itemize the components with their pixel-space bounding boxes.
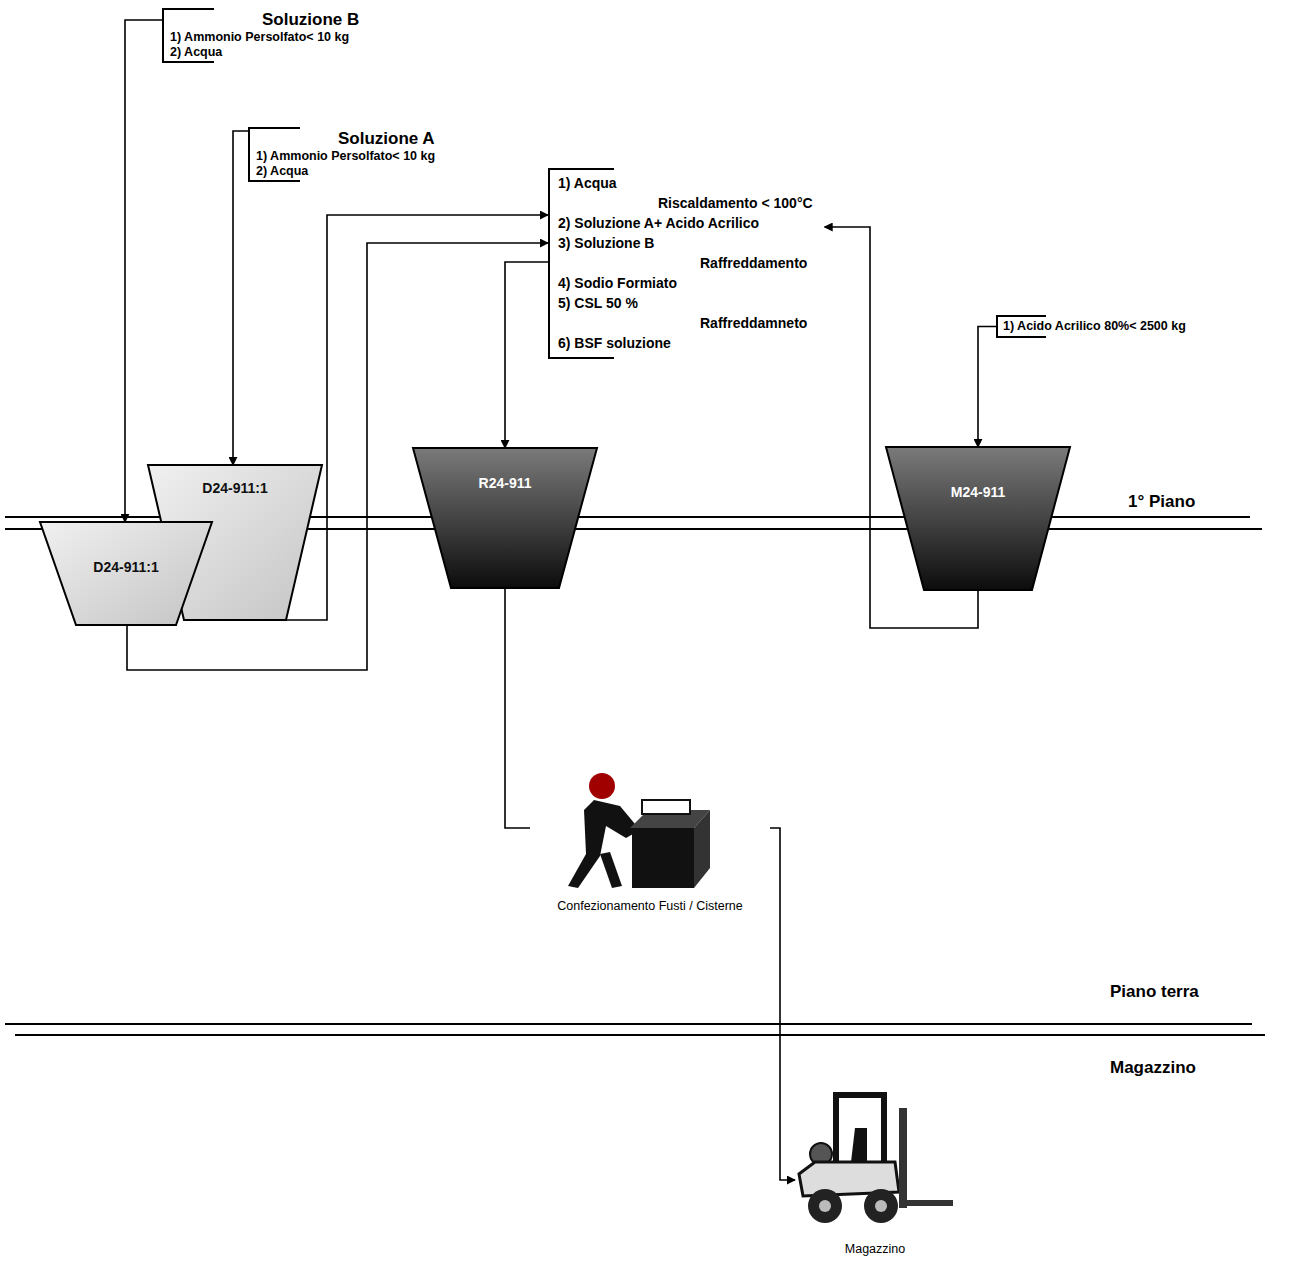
step-text: 2) Acqua bbox=[256, 164, 435, 179]
step-text: Raffreddamneto bbox=[700, 313, 813, 333]
step-text: 4) Sodio Formiato bbox=[558, 273, 813, 293]
tank-tag: D24-911:1 bbox=[148, 479, 322, 497]
step-text: 2) Soluzione A+ Acido Acrilico bbox=[558, 213, 813, 233]
step-text: 1) Ammonio Persolfato< 10 kg bbox=[256, 149, 435, 164]
step-text: 1) Acqua bbox=[558, 173, 813, 193]
tank-tag: M24-911 bbox=[886, 483, 1070, 501]
tank-vessel: D24-911:1 bbox=[40, 522, 212, 625]
recipe-bracket: Soluzione A1) Ammonio Persolfato< 10 kg2… bbox=[248, 127, 441, 182]
step-text: Riscaldamento < 100°C bbox=[658, 193, 813, 213]
recipe-bracket: 1) AcquaRiscaldamento < 100°C2) Soluzion… bbox=[548, 168, 825, 359]
tank-vessel: M24-911 bbox=[886, 447, 1070, 590]
recipe-bracket: Soluzione B1) Ammonio Persolfato< 10 kg2… bbox=[162, 8, 365, 63]
step-text: 6) BSF soluzione bbox=[558, 333, 813, 353]
station-icon: Magazzino bbox=[795, 1088, 955, 1257]
solution-heading: Soluzione B bbox=[262, 10, 359, 30]
step-text: Raffreddamento bbox=[700, 253, 813, 273]
flow-connector bbox=[125, 20, 162, 522]
solution-heading: Soluzione A bbox=[338, 129, 435, 149]
tank-vessel: R24-911 bbox=[413, 448, 597, 588]
tank-tag: R24-911 bbox=[413, 474, 597, 492]
station-caption: Confezionamento Fusti / Cisterne bbox=[530, 899, 770, 914]
station-icon: Confezionamento Fusti / Cisterne bbox=[530, 768, 770, 914]
tank-outline bbox=[886, 447, 1070, 590]
worker-icon bbox=[530, 768, 770, 893]
floor-label: Piano terra bbox=[1110, 982, 1199, 1002]
floor-label: 1° Piano bbox=[1128, 492, 1195, 512]
step-text: 1) Acido Acrilico 80%< 2500 kg bbox=[1003, 319, 1186, 334]
station-caption: Magazzino bbox=[795, 1242, 955, 1257]
step-text: 3) Soluzione B bbox=[558, 233, 813, 253]
flow-connector bbox=[505, 588, 530, 828]
flow-connector bbox=[978, 327, 996, 448]
recipe-bracket: 1) Acido Acrilico 80%< 2500 kg bbox=[996, 315, 1192, 338]
step-text: 2) Acqua bbox=[170, 45, 359, 60]
tank-outline bbox=[413, 448, 597, 588]
floor-label: Magazzino bbox=[1110, 1058, 1196, 1078]
step-text: 5) CSL 50 % bbox=[558, 293, 813, 313]
flow-connector bbox=[505, 262, 548, 448]
step-text: 1) Ammonio Persolfato< 10 kg bbox=[170, 30, 359, 45]
flow-connector bbox=[233, 131, 248, 465]
flow-connector bbox=[770, 828, 795, 1180]
tank-tag: D24-911:1 bbox=[40, 558, 212, 576]
forklift-icon bbox=[795, 1088, 955, 1236]
